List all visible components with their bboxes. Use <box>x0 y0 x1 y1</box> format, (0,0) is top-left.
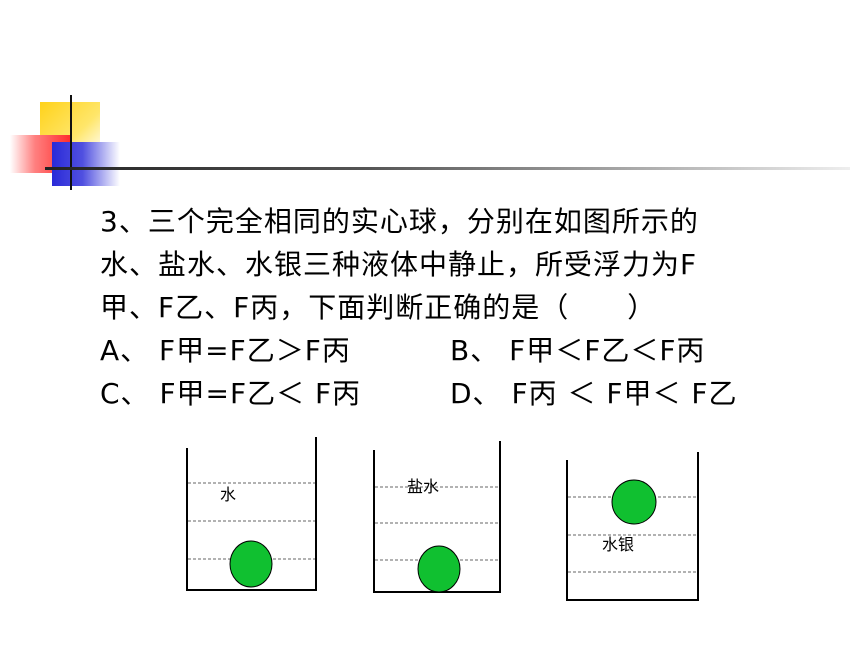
question-block: 3、三个完全相同的实心球，分别在如图所示的 水、盐水、水银三种液体中静止，所受浮… <box>100 200 820 415</box>
option-c[interactable]: C、 F甲=F乙＜ F丙 <box>100 377 362 410</box>
question-line-2: 水、盐水、水银三种液体中静止，所受浮力为F <box>100 248 698 281</box>
option-d[interactable]: D、 F丙 ＜ F甲＜ F乙 <box>450 377 738 410</box>
label-mercury: 水银 <box>602 535 634 554</box>
label-saltwater: 盐水 <box>407 477 439 496</box>
decor-blue-square <box>52 142 120 186</box>
question-line-3: 甲、F乙、F丙，下面判断正确的是（ ） <box>100 291 657 324</box>
title-divider-line <box>45 167 850 170</box>
option-b[interactable]: B、 F甲＜F乙＜F丙 <box>450 334 706 367</box>
options-row-2: C、 F甲=F乙＜ F丙 D、 F丙 ＜ F甲＜ F乙 <box>100 372 820 415</box>
beaker-mercury: 水银 <box>566 452 699 601</box>
options-row-1: A、 F甲=F乙＞F丙 B、 F甲＜F乙＜F丙 <box>100 329 820 372</box>
option-a[interactable]: A、 F甲=F乙＞F丙 <box>100 334 351 367</box>
question-line-1: 3、三个完全相同的实心球，分别在如图所示的 <box>100 205 699 238</box>
ball-saltwater <box>417 545 461 593</box>
label-water: 水 <box>220 485 236 504</box>
beaker-water: 水 <box>186 437 317 591</box>
ball-water <box>229 540 273 588</box>
ball-mercury <box>611 479 657 525</box>
decor-vertical-line <box>70 95 72 190</box>
beaker-saltwater: 盐水 <box>373 441 501 593</box>
